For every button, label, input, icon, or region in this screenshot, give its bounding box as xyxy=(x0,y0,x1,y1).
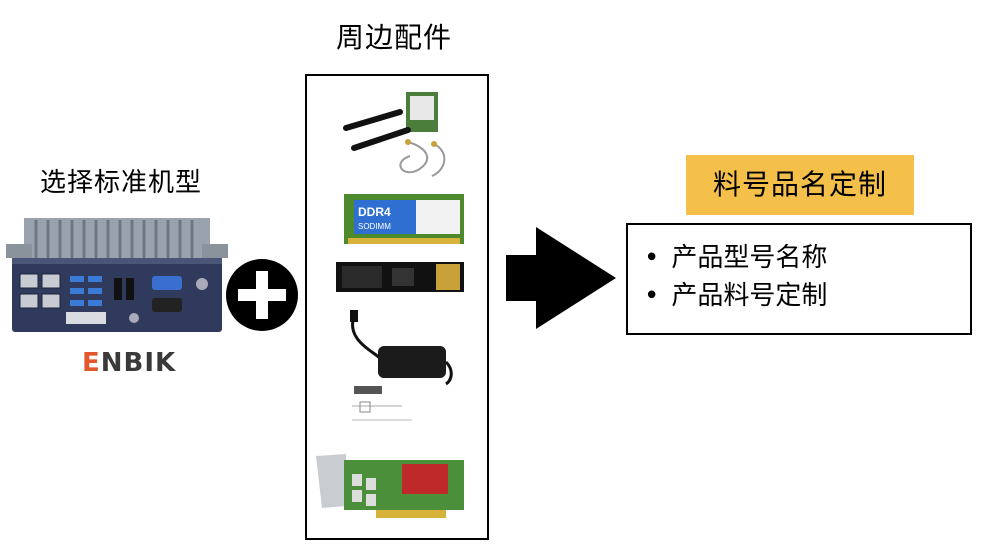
peripherals-title: 周边配件 xyxy=(336,21,453,54)
badge-text: 料号品名定制 xyxy=(712,168,887,201)
wifi-module-image xyxy=(343,92,446,177)
result-list-box: 产品型号名称 产品料号定制 xyxy=(626,223,972,335)
power-adapter-image xyxy=(350,310,453,421)
ddr4-ram-image xyxy=(344,194,464,244)
brand-logo: ENBIK xyxy=(82,348,176,378)
custom-part-name-badge: 料号品名定制 xyxy=(686,155,914,215)
list-item: 产品料号定制 xyxy=(644,277,970,315)
list-item: 产品型号名称 xyxy=(644,239,970,277)
brand-logo-accent: E xyxy=(82,348,101,378)
brand-logo-text: NBIK xyxy=(100,348,177,378)
ram-sublabel: SODIMM xyxy=(358,222,391,231)
pcie-card-image xyxy=(316,454,464,518)
peripherals-box xyxy=(305,74,489,540)
m2-ssd-image xyxy=(336,262,464,292)
select-model-title: 选择标准机型 xyxy=(40,168,203,198)
fanless-pc-image xyxy=(6,218,228,332)
plus-icon xyxy=(226,259,298,331)
right-arrow-icon xyxy=(506,227,616,329)
ram-label: DDR4 xyxy=(358,205,391,219)
